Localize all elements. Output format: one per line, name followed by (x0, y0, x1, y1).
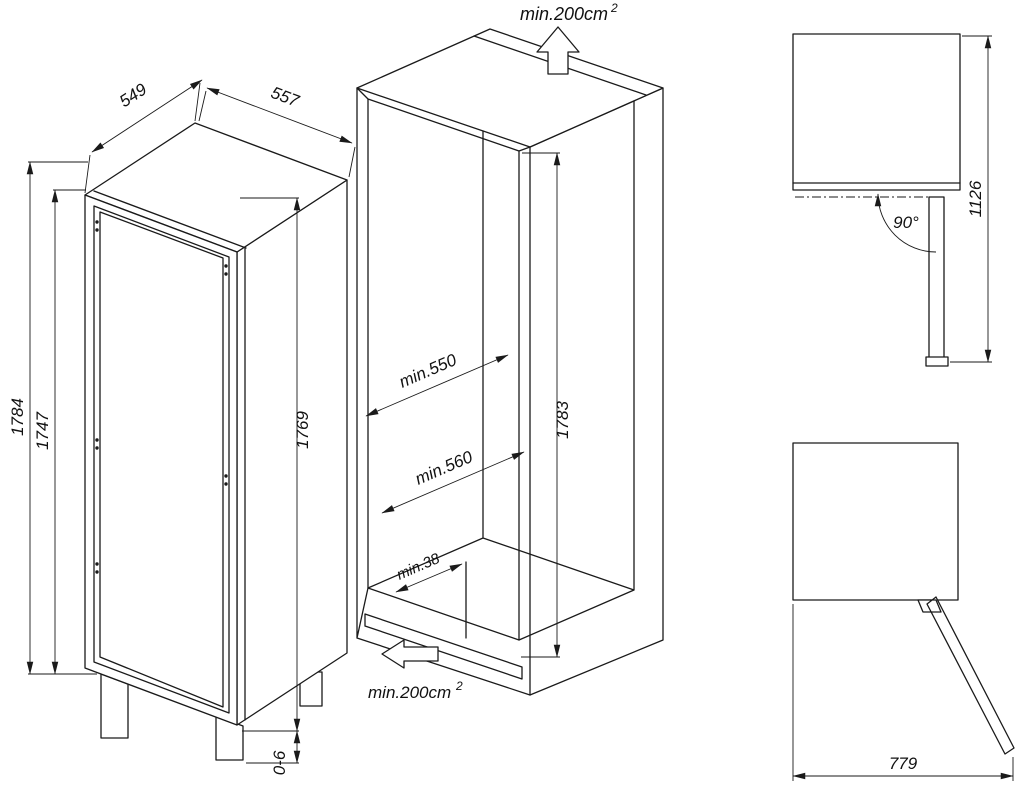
side-view-open-door (917, 596, 1015, 755)
dim-label-top-width: 549 (116, 79, 151, 111)
dim-line-top-width (91, 79, 203, 153)
dim-label-clearance-1126: 1126 (966, 180, 985, 217)
door-angle-label: 90° (893, 213, 919, 232)
dim-label-depth-min: min.550 (396, 350, 460, 392)
dim-line-width-min (381, 451, 525, 514)
vent-top-label: min.200cm (520, 4, 608, 24)
dim-label-rear-gap: min.38 (394, 550, 443, 584)
appliance-right-face (236, 179, 348, 726)
vent-bottom-label: min.200cm (368, 683, 451, 702)
niche-extension-lines (521, 152, 560, 658)
door-fixing-holes (95, 220, 228, 574)
niche-front-frame (356, 87, 531, 696)
fixing-hole (95, 220, 99, 224)
side-view-door-open: 779 (792, 442, 1015, 781)
dim-line-depth-min (365, 354, 509, 417)
dim-label-height-rear: 1747 (33, 412, 52, 450)
fixing-hole (224, 474, 228, 478)
niche-isometric-view: min.550 min.560 min.38 1783 min.200cm 2 … (356, 1, 664, 702)
door-swing-arc (874, 193, 937, 253)
appliance-isometric-view: 549 557 1784 1747 1769 0-6 (8, 79, 356, 775)
airflow-arrow-top (536, 26, 580, 75)
dim-label-feet-adjust: 0-6 (270, 750, 289, 775)
dim-line-top-depth (206, 87, 353, 144)
top-view-cabinet-outline (792, 33, 961, 191)
fixing-hole (95, 446, 99, 450)
dim-line-rear-gap (395, 563, 463, 593)
dim-label-height-front: 1769 (293, 411, 312, 449)
vent-bottom-label-superscript: 2 (455, 679, 463, 693)
appliance-door-outline (93, 205, 230, 714)
top-view-door-angle: 90° 1126 (792, 33, 992, 367)
appliance-front-face (84, 194, 238, 726)
fixing-hole (224, 272, 228, 276)
appliance-edge-details (93, 190, 247, 721)
dim-label-width-min: min.560 (412, 447, 476, 489)
niche-base-vent-grille (364, 613, 523, 680)
niche-top-face (356, 28, 664, 148)
side-view-cabinet-outline (792, 442, 959, 601)
fixing-hole (95, 570, 99, 574)
vent-top-label-superscript: 2 (610, 1, 618, 15)
dim-label-height-total: 1784 (8, 398, 27, 436)
dim-label-niche-height: 1783 (553, 401, 572, 439)
fixing-hole (224, 264, 228, 268)
fixing-hole (95, 228, 99, 232)
dim-label-top-depth: 557 (268, 83, 302, 111)
dim-label-clearance-779: 779 (889, 754, 918, 773)
door-open-90 (925, 196, 949, 367)
fixing-hole (95, 438, 99, 442)
niche-right-outer-face (529, 87, 664, 696)
fixing-hole (95, 562, 99, 566)
airflow-arrow-bottom (381, 639, 439, 669)
fixing-hole (224, 482, 228, 486)
